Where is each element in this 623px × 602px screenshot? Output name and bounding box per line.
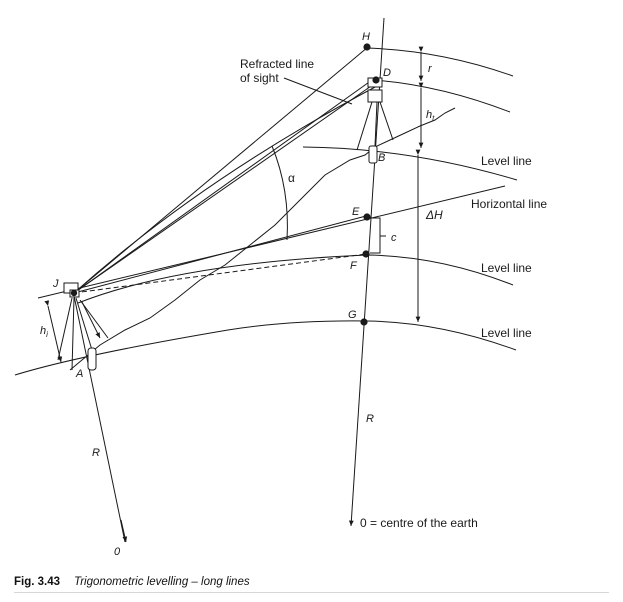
horizontal-line bbox=[37, 185, 506, 299]
label-horizontal-line: Horizontal line bbox=[471, 197, 547, 211]
label-r-left: R bbox=[92, 447, 100, 459]
label-f: F bbox=[350, 260, 358, 272]
instrument-d bbox=[356, 77, 394, 151]
dim-hi bbox=[44, 300, 63, 363]
sight-line-jd bbox=[73, 83, 375, 294]
level-line-f bbox=[77, 254, 514, 304]
vertical-line-b bbox=[348, 17, 385, 527]
alpha-arc bbox=[271, 145, 288, 241]
line-je bbox=[73, 215, 367, 294]
label-d: D bbox=[383, 67, 391, 79]
level-arc-d bbox=[373, 79, 511, 113]
label-alpha: α bbox=[288, 171, 295, 185]
label-g: G bbox=[348, 309, 357, 321]
label-j: J bbox=[52, 278, 59, 290]
figure-caption: Fig. 3.43 Trigonometric levelling – long … bbox=[14, 576, 250, 588]
arrow-to-centre-zero bbox=[120, 519, 128, 543]
staff-foot-a bbox=[87, 347, 97, 371]
radius-line-a bbox=[71, 285, 126, 543]
label-ht: ht bbox=[426, 109, 435, 123]
label-h: H bbox=[362, 31, 370, 43]
label-level-line-3: Level line bbox=[481, 326, 532, 340]
line-jf bbox=[73, 253, 367, 294]
sight-arrow-j bbox=[81, 301, 101, 339]
label-e: E bbox=[352, 206, 360, 218]
point-e bbox=[363, 213, 371, 221]
label-level-line-2: Level line bbox=[481, 261, 532, 275]
label-centre-of-earth: 0 = centre of the earth bbox=[360, 516, 478, 530]
label-a: A bbox=[75, 368, 83, 380]
level-line-b bbox=[302, 146, 518, 181]
label-r-small: r bbox=[428, 63, 433, 75]
sight-line-upper bbox=[73, 79, 373, 294]
instrument-j bbox=[57, 282, 109, 371]
point-g bbox=[360, 318, 368, 326]
label-level-line-1: Level line bbox=[481, 154, 532, 168]
label-zero: 0 bbox=[114, 546, 121, 558]
label-refracted-line-1: Refracted line bbox=[240, 57, 314, 71]
label-b: B bbox=[378, 152, 385, 164]
terrain-profile bbox=[69, 107, 456, 371]
point-f bbox=[362, 250, 370, 258]
figure-title: Trigonometric levelling – long lines bbox=[74, 576, 250, 588]
label-r-vertical: R bbox=[366, 413, 374, 425]
refracted-label-leader bbox=[283, 77, 353, 105]
refracted-line-of-sight bbox=[73, 85, 378, 294]
sight-line-jh bbox=[73, 46, 369, 294]
label-refracted-line-2: of sight bbox=[240, 71, 279, 85]
point-h bbox=[363, 43, 371, 51]
label-hi: hi bbox=[40, 325, 48, 339]
label-c: c bbox=[391, 232, 397, 244]
staff-b bbox=[368, 145, 378, 164]
caption-divider bbox=[14, 592, 609, 593]
point-j bbox=[70, 289, 78, 297]
figure-number: Fig. 3.43 bbox=[14, 576, 61, 588]
point-d bbox=[372, 76, 380, 84]
c-bracket bbox=[370, 217, 386, 254]
label-delta-h: ΔH bbox=[425, 208, 443, 222]
